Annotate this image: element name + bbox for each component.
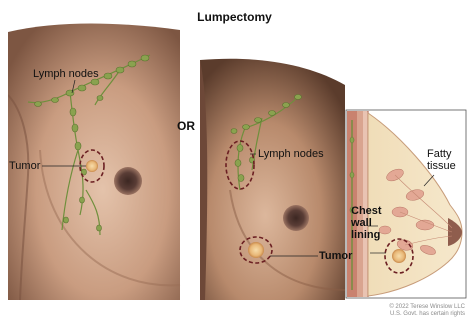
left-tumor-label: Tumor — [9, 160, 40, 172]
copyright-line2: U.S. Govt. has certain rights — [389, 311, 465, 318]
fatty-tissue-line1: Fatty — [427, 148, 456, 160]
chest-wall-lining-label: Chest wall lining — [351, 205, 382, 241]
copyright-line1: © 2022 Terese Winslow LLC — [389, 304, 465, 311]
right-torso — [200, 59, 345, 300]
or-separator: OR — [177, 119, 195, 133]
right-breast-figure — [200, 59, 345, 300]
right-lymph-nodes-label: Lymph nodes — [258, 148, 324, 160]
chest-wall-line3: lining — [351, 229, 382, 241]
copyright-notice: © 2022 Terese Winslow LLC U.S. Govt. has… — [389, 304, 465, 318]
right-tumor-label: Tumor — [319, 250, 352, 262]
cross-section-inset — [346, 110, 466, 298]
right-tumor — [248, 242, 264, 258]
left-lymph-nodes-label: Lymph nodes — [33, 68, 99, 80]
right-nipple — [283, 205, 309, 231]
chest-wall-line1: Chest — [351, 205, 382, 217]
fatty-tissue-label: Fatty tissue — [427, 148, 456, 172]
left-nipple — [114, 167, 142, 195]
inset-tumor — [392, 249, 406, 263]
chest-wall-line2: wall — [351, 217, 382, 229]
left-tumor — [86, 160, 98, 172]
diagram-title: Lumpectomy — [0, 10, 469, 24]
fatty-tissue-line2: tissue — [427, 160, 456, 172]
